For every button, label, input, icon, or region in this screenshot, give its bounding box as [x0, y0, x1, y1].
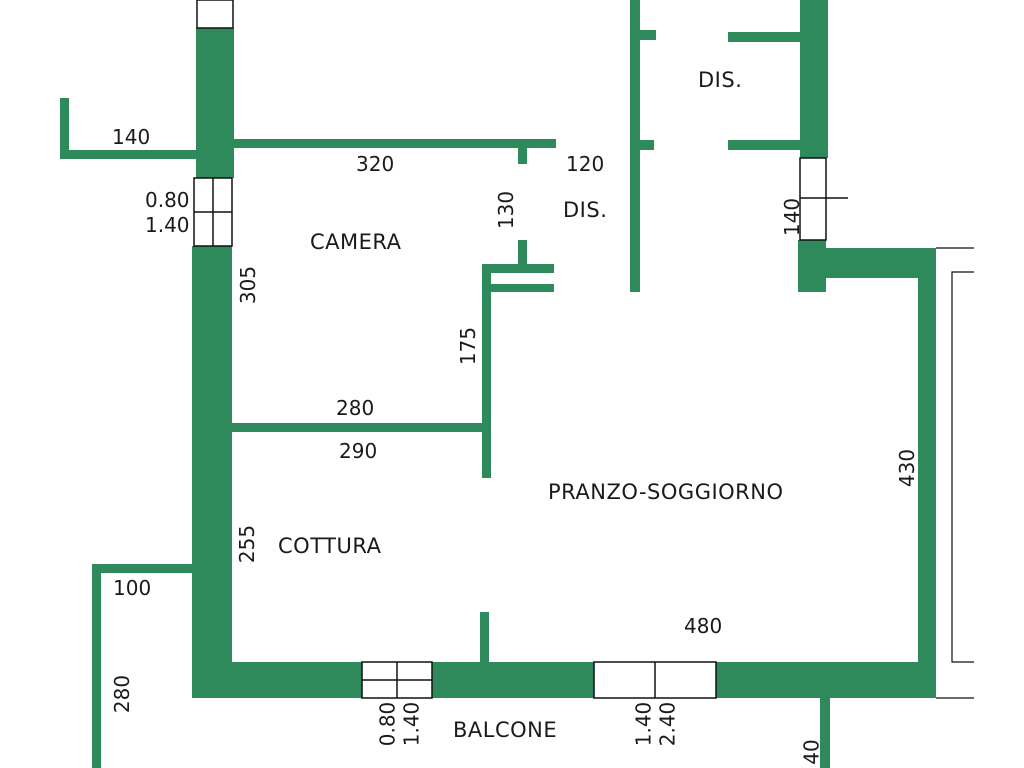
wall-bottom-3 [716, 662, 934, 698]
wall-ext-140-vert [60, 98, 69, 158]
wall-closet-bottom [728, 140, 802, 150]
wall-partition-bottom [482, 284, 554, 292]
wall-ext-bottom-right [820, 698, 830, 768]
room-balcone: BALCONE [453, 718, 558, 742]
dim-140-right: 140 [780, 197, 805, 237]
dim-130: 130 [494, 190, 519, 230]
dim-280-mid: 280 [336, 396, 375, 420]
dim-window-left-top: 0.80 [145, 188, 190, 212]
wall-left-top [196, 28, 234, 178]
dim-175: 175 [456, 326, 481, 366]
dim-40-bottom: 40 [799, 739, 824, 765]
wall-partition-vert [482, 266, 491, 478]
dim-290: 290 [339, 439, 378, 463]
dim-255: 255 [235, 524, 260, 564]
dim-120: 120 [566, 152, 605, 176]
wall-kitchen-stub [480, 612, 489, 664]
wall-dis-stub2 [630, 140, 654, 150]
wall-right-pillar [798, 240, 826, 292]
room-pranzo-soggiorno: PRANZO-SOGGIORNO [548, 480, 784, 504]
dim-305: 305 [236, 265, 261, 305]
dim-window-balcony-2-a: 1.40 [631, 701, 656, 747]
dim-140-left: 140 [112, 125, 151, 149]
room-cottura: COTTURA [278, 534, 382, 558]
wall-right [918, 248, 936, 698]
exterior-lines [936, 247, 974, 699]
wall-left-main [192, 246, 232, 698]
dim-430: 430 [895, 448, 920, 488]
wall-right-upper [800, 0, 828, 158]
dim-window-left-bottom: 1.40 [145, 213, 190, 237]
walls [60, 0, 936, 768]
dim-320: 320 [356, 152, 395, 176]
wall-closet-top [728, 32, 802, 42]
wall-camera-top [232, 139, 556, 148]
wall-dis-stub [640, 30, 656, 40]
wall-door-stub-2 [518, 240, 527, 270]
dim-window-balcony-2-b: 2.40 [655, 701, 680, 747]
window-left-top [196, 0, 234, 29]
room-dis-top: DIS. [698, 68, 743, 92]
dim-480: 480 [684, 614, 723, 638]
dim-100: 100 [113, 576, 152, 600]
room-dis-mid: DIS. [563, 198, 608, 222]
window-right-dis [799, 157, 827, 241]
wall-ext-100 [92, 564, 192, 573]
window-openings [193, 0, 848, 699]
wall-camera-bottom [232, 423, 484, 432]
dim-window-balcony-1-b: 1.40 [399, 701, 424, 747]
wall-bottom-2 [432, 662, 594, 698]
wall-ext-140 [60, 150, 196, 159]
wall-ext-280-vert [92, 564, 101, 768]
wall-bottom-1 [192, 662, 362, 698]
dim-window-balcony-1-a: 0.80 [375, 701, 400, 747]
wall-door-stub-1 [518, 148, 527, 164]
room-camera: CAMERA [310, 230, 402, 254]
dim-280-bottom: 280 [110, 674, 135, 714]
